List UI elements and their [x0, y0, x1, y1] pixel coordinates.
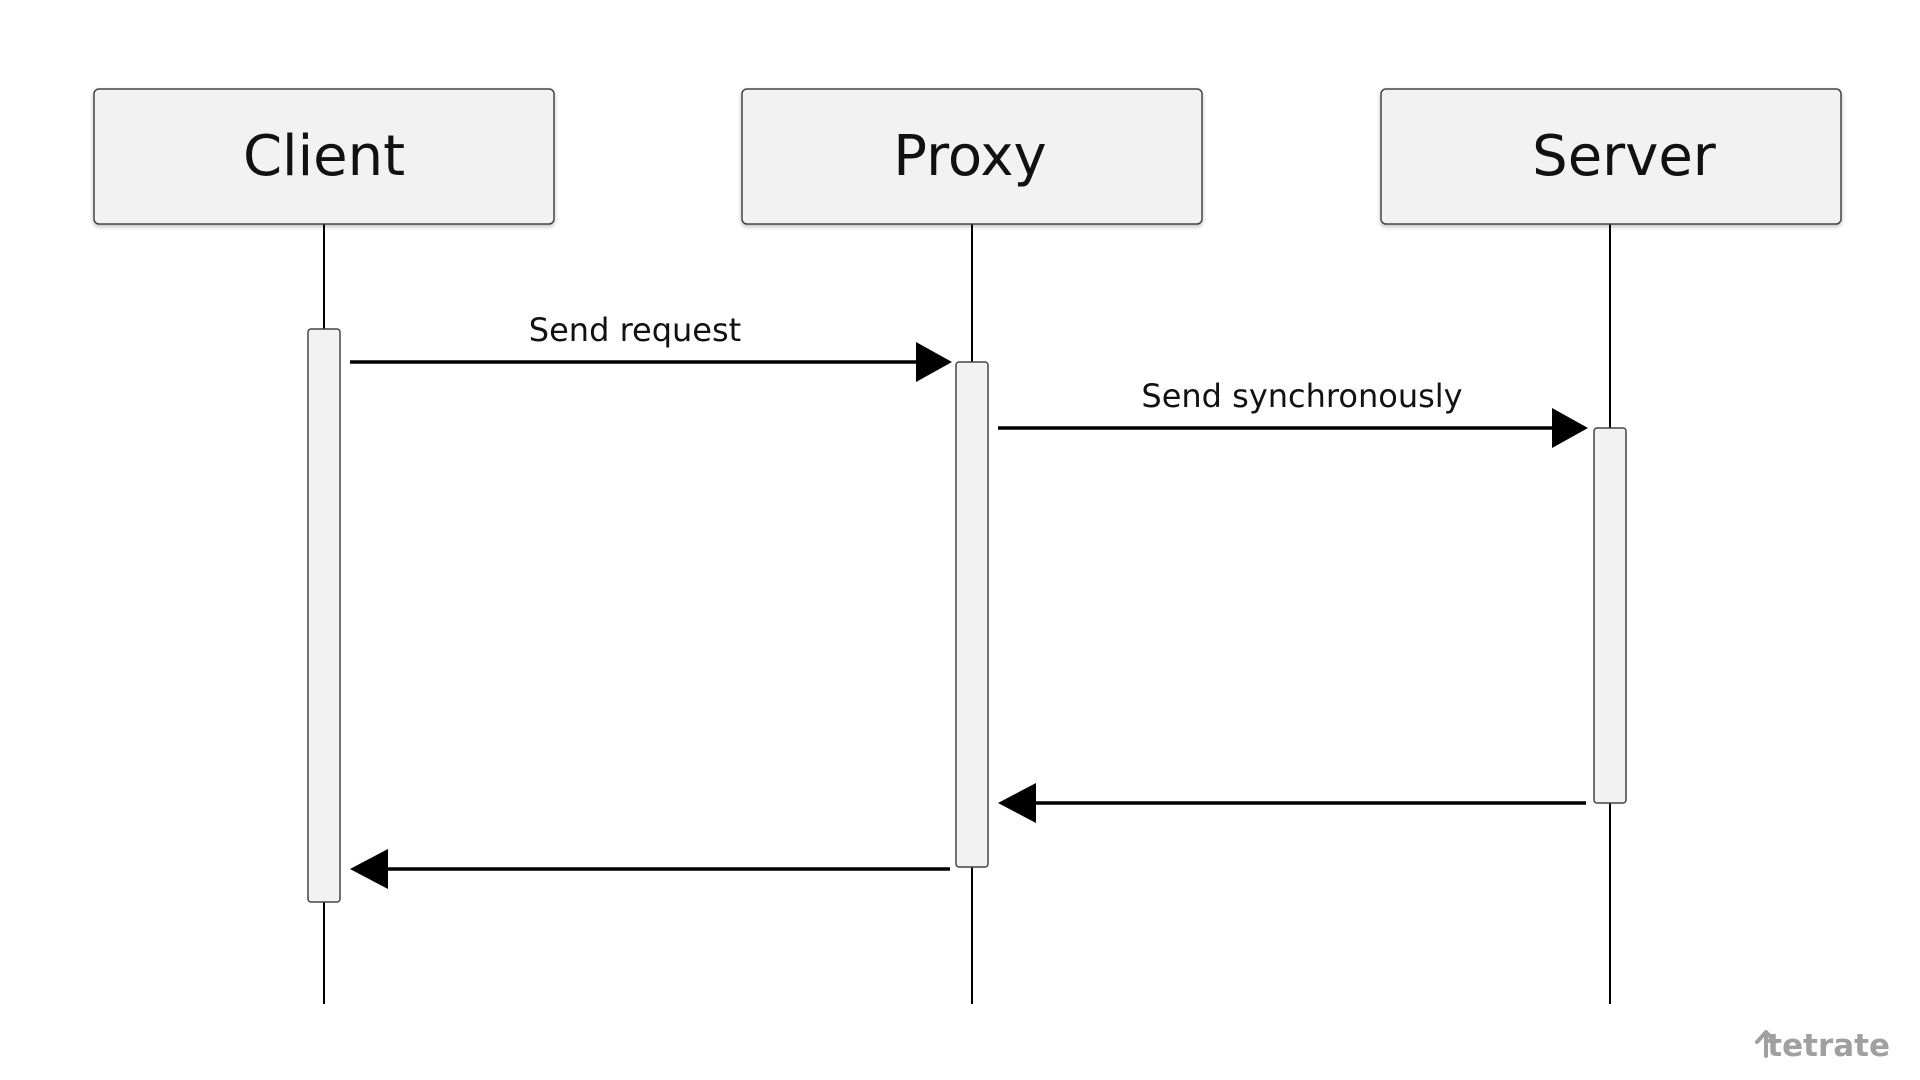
message-label: Send request — [529, 311, 741, 349]
arrowhead-right-icon — [1552, 408, 1588, 448]
brand-logo: tetrate — [1755, 1028, 1890, 1064]
server-activation-bar — [1593, 427, 1627, 804]
arrowhead-left-icon — [350, 849, 388, 889]
message-send-request: Send request — [350, 311, 952, 382]
proxy-activation-bar — [955, 361, 989, 868]
participant-proxy: Proxy — [741, 88, 1203, 225]
participant-label-server: Server — [1532, 124, 1717, 189]
participant-box — [93, 88, 555, 225]
participant-client: Client — [93, 88, 555, 225]
tetrate-logo-icon — [1755, 1030, 1777, 1058]
message-return-proxy-to-client — [350, 849, 950, 889]
message-return-server-to-proxy — [998, 783, 1586, 823]
brand-name: tetrate — [1767, 1028, 1890, 1064]
client-activation-bar — [307, 328, 341, 903]
participant-box — [1380, 88, 1842, 225]
participant-box — [741, 88, 1203, 225]
arrowhead-left-icon — [998, 783, 1036, 823]
participant-label-proxy: Proxy — [893, 124, 1046, 189]
message-label: Send synchronously — [1141, 377, 1462, 415]
arrowhead-right-icon — [916, 342, 952, 382]
participant-label-client: Client — [243, 124, 405, 189]
participant-server: Server — [1380, 88, 1842, 225]
message-send-synchronously: Send synchronously — [998, 377, 1588, 448]
